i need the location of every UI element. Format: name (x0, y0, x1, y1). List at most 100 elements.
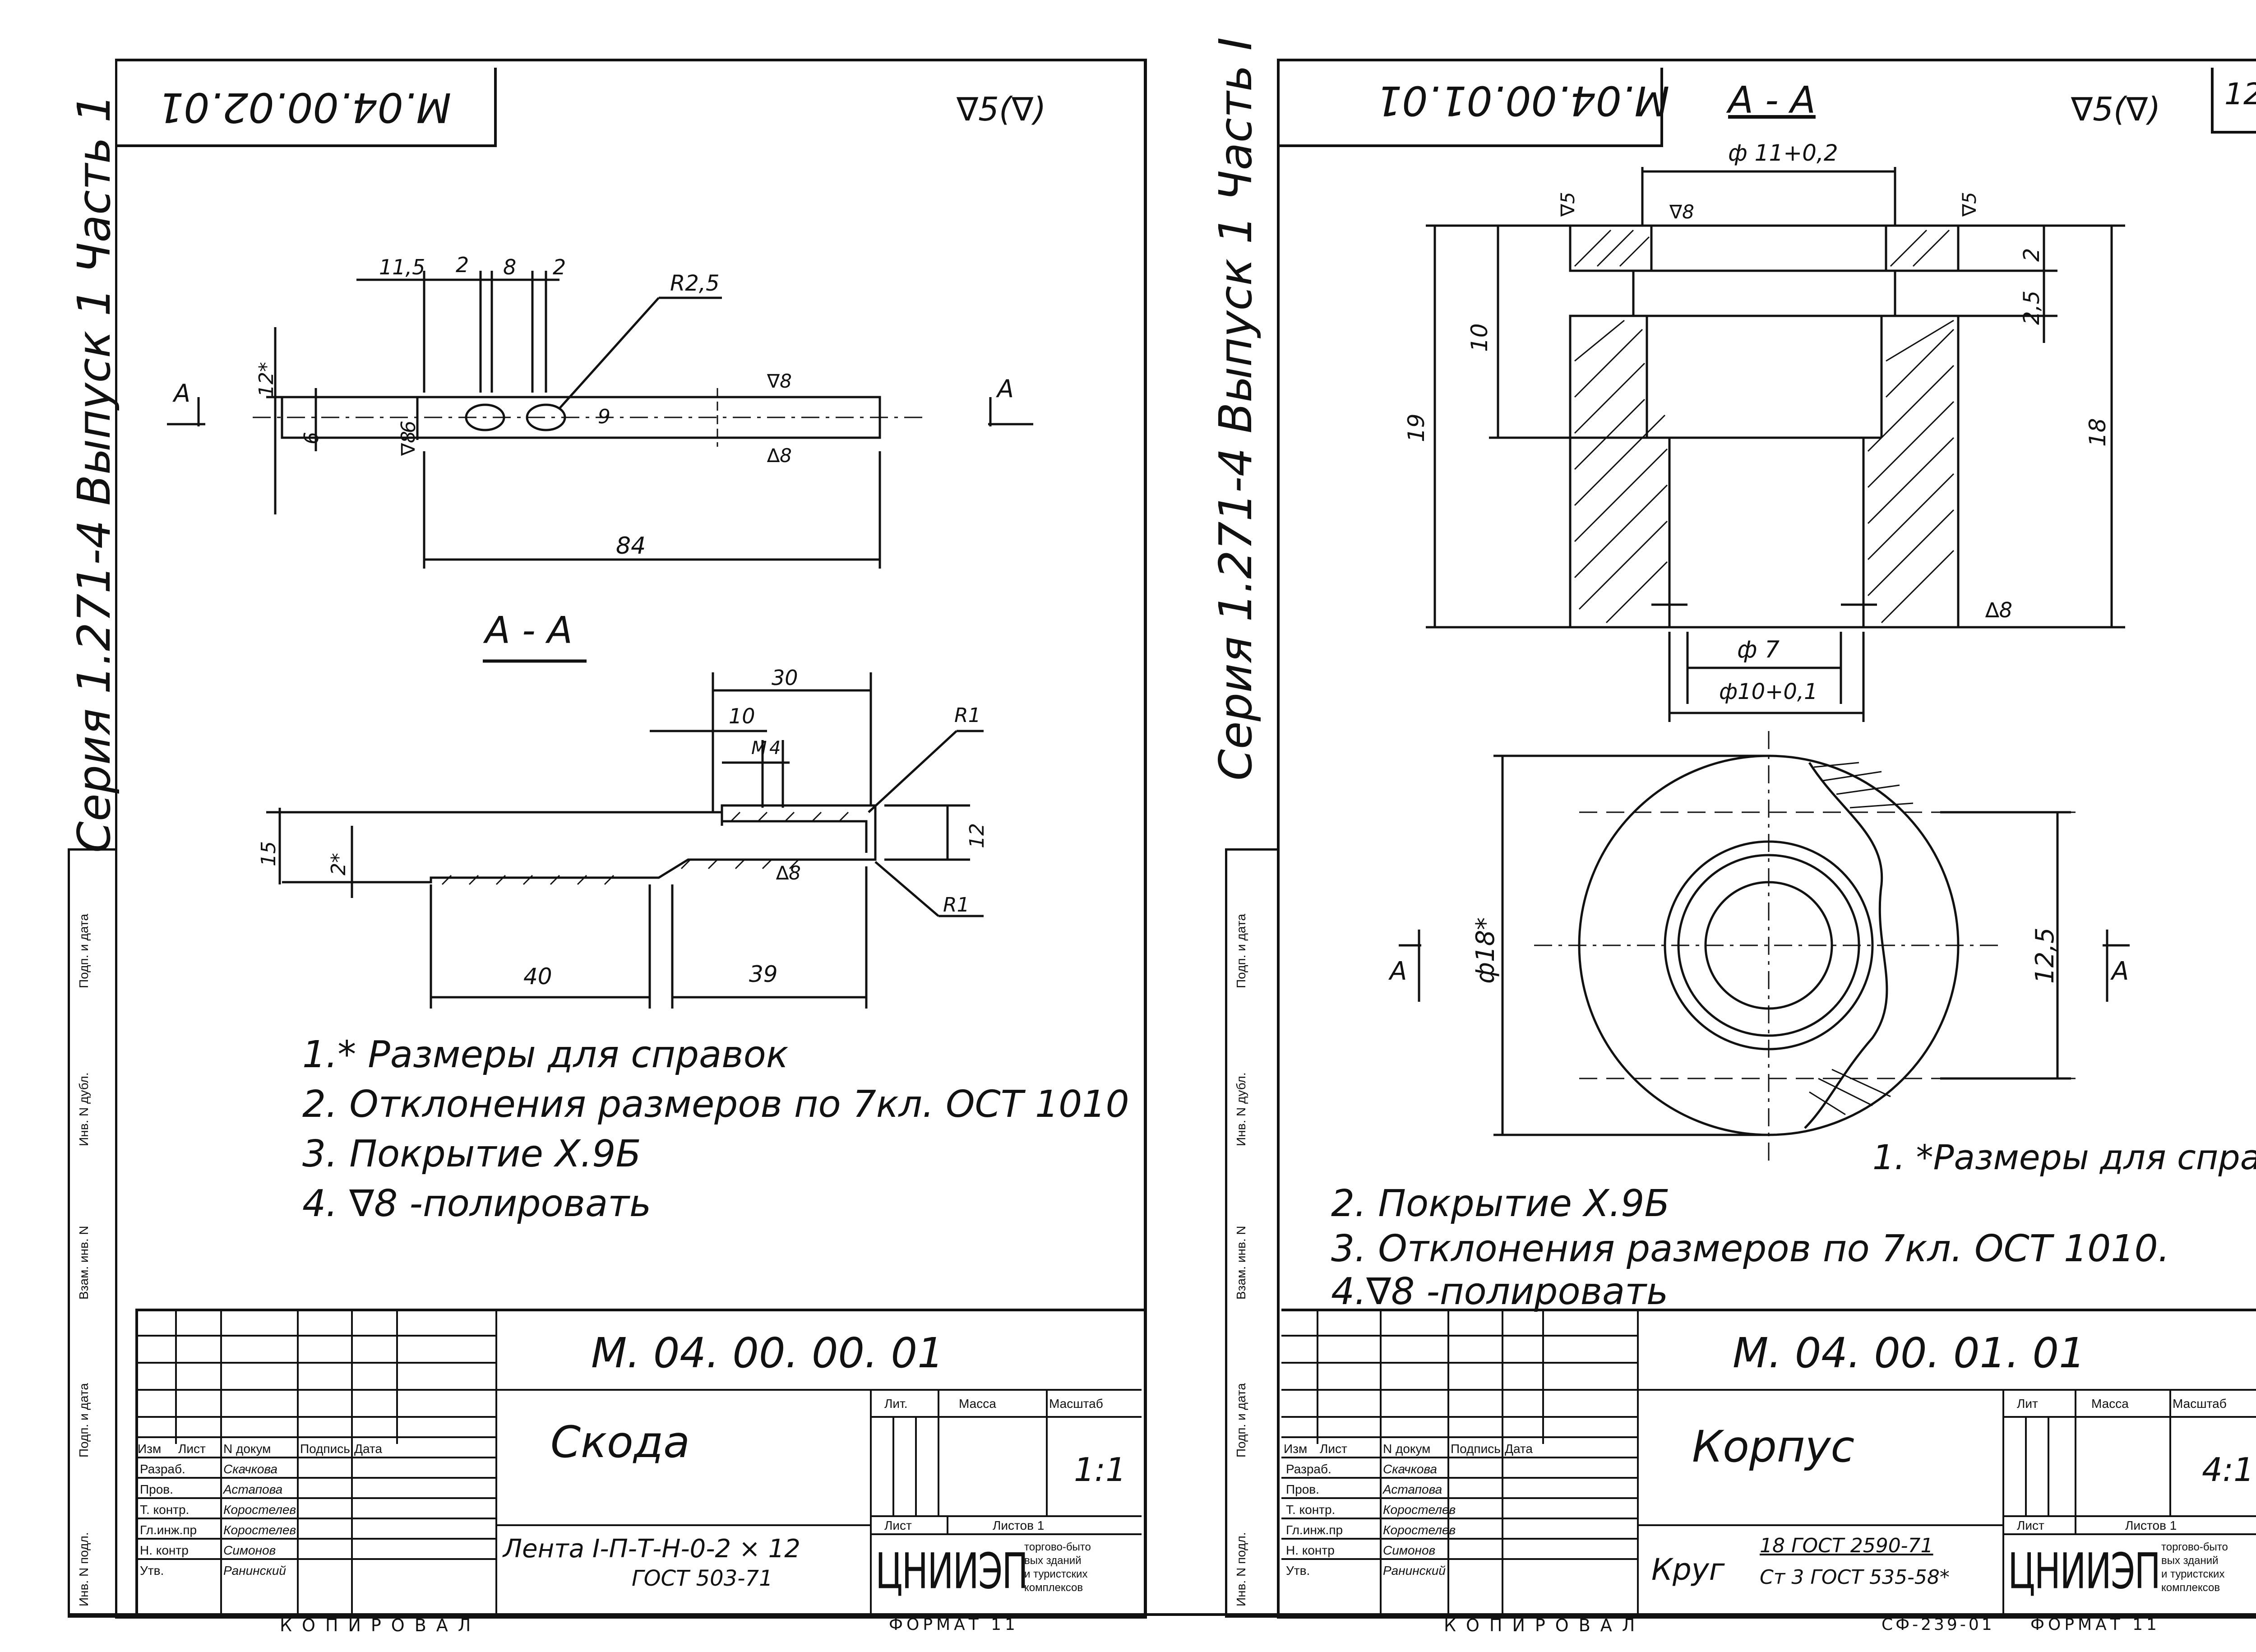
right-col-list: Лист (1320, 1442, 1347, 1456)
left-sheet-label: Лист (884, 1518, 912, 1532)
left-note-3: 3. Покрытие Х.9Б (302, 1133, 641, 1175)
right-dim-d10: ф10+0,1 (1719, 679, 1818, 704)
right-org-l1: торгово-быто (2161, 1541, 2228, 1553)
cut-mark-right-a: А (997, 375, 1014, 403)
left-name-3: Коростелев (223, 1503, 296, 1517)
right-role-4: Гл.инж.пр (1286, 1523, 1343, 1537)
left-role-5: Н. контр (140, 1543, 189, 1557)
left-material-1: Лента I-П-Т-Н-0-2 × 12 (503, 1534, 800, 1564)
roughness-top-3: ∆8 (767, 444, 792, 467)
dim-4: 4 (769, 738, 781, 759)
right-footer-kopiroval: Копировал (1444, 1615, 1645, 1635)
left-footer-kopiroval: Копировал (280, 1615, 481, 1635)
left-org-short: ЦНИИЭП (875, 1543, 1028, 1600)
left-name-1: Скачкова (223, 1462, 277, 1476)
right-rough-inner: ∇8 (1669, 201, 1694, 223)
right-note-1: 1. *Размеры для справок. (1872, 1137, 2256, 1177)
bottom-rule (68, 1613, 2256, 1616)
right-footer-code: СФ-239-01 (1882, 1615, 1995, 1634)
right-rough-bottom: ∆8 (1985, 598, 2013, 622)
right-note-3: 3. Отклонения размеров по 7кл. ОСТ 1010. (1331, 1227, 2170, 1270)
left-col-sign: Подпись (300, 1442, 350, 1456)
right-col-date: Дата (1505, 1442, 1533, 1456)
dim-10: 10 (729, 704, 755, 728)
cut-mark-left-a: А (174, 379, 190, 407)
right-name-6: Ранинский (1383, 1564, 1446, 1578)
right-role-3: Т. контр. (1286, 1503, 1336, 1517)
right-role-5: Н. контр (1286, 1543, 1335, 1557)
right-drawing-sheet (1277, 59, 2256, 1619)
right-name-4: Коростелев (1383, 1523, 1456, 1537)
dim-r1-bottom: R1 (943, 893, 970, 916)
left-scale: 1:1 (1074, 1451, 1126, 1489)
right-role-2: Пров. (1286, 1482, 1319, 1496)
right-head-mass: Масса (2091, 1397, 2129, 1411)
left-name-2: Астапова (223, 1482, 283, 1496)
right-designation: М. 04. 00. 01. 01 (1733, 1329, 2085, 1377)
dim-8: 8 (503, 255, 517, 279)
right-note-2: 2. Покрытие Х.9Б (1331, 1182, 1670, 1225)
right-material-num: 18 ГОСТ 2590-71 (1760, 1534, 1933, 1557)
left-col-izm: Изм (138, 1442, 162, 1456)
right-cut-mark-left: А (1390, 957, 1407, 986)
dim-11-5: 11,5 (379, 255, 425, 279)
left-role-4: Гл.инж.пр (140, 1523, 197, 1537)
right-sheet-label: Лист (2017, 1518, 2044, 1532)
left-stamp-box (115, 68, 497, 147)
right-head-lit: Лит (2017, 1397, 2038, 1411)
dim-2b: 2 (553, 255, 566, 279)
left-drawing-sheet (115, 59, 1147, 1619)
right-section-label: А - А (1728, 79, 1816, 122)
right-dim-d11: ф 11+0,2 (1728, 140, 1838, 166)
left-org-l2: вых зданий (1024, 1555, 1082, 1567)
right-role-1: Разраб. (1286, 1462, 1331, 1476)
dim-2a: 2 (456, 253, 469, 277)
left-role-3: Т. контр. (140, 1503, 190, 1517)
left-org-l1: торгово-быто (1024, 1541, 1091, 1553)
section-label-a-a: А - А (485, 609, 573, 652)
left-head-mass: Масса (959, 1397, 996, 1411)
right-material-prefix: Круг (1651, 1552, 1725, 1587)
right-head-scale: Масштаб (2173, 1397, 2227, 1411)
right-sheets-label: Листов 1 (2125, 1518, 2177, 1532)
right-cut-mark-right: А (2112, 957, 2129, 986)
left-material-2: ГОСТ 503-71 (632, 1566, 773, 1591)
dim-r2-5: R2,5 (670, 271, 720, 296)
right-col-ndoc: N докум (1383, 1442, 1431, 1456)
left-note-4: 4. ∇8 -полировать (302, 1182, 652, 1225)
roughness-top-1: ∇8 (767, 370, 792, 392)
left-sheets-label: Листов 1 (993, 1518, 1045, 1532)
left-col-list: Лист (178, 1442, 206, 1456)
left-role-6: Утв. (140, 1564, 164, 1578)
right-org-l3: и туристских (2161, 1568, 2225, 1580)
right-roughness-mark: ∇5(∇) (2071, 90, 2161, 128)
left-side-strip (68, 848, 117, 1618)
left-name-6: Ранинский (223, 1564, 287, 1578)
right-org-l2: вых зданий (2161, 1555, 2219, 1567)
left-roughness-mark: ∇5(∇) (957, 90, 1046, 128)
dim-40: 40 (523, 963, 552, 990)
right-col-sign: Подпись (1451, 1442, 1501, 1456)
right-scale: 4:1 (2202, 1451, 2254, 1489)
left-note-1: 1.* Размеры для справок (302, 1033, 789, 1076)
left-name-4: Коростелев (223, 1523, 296, 1537)
right-org-short: ЦНИИЭП (2008, 1543, 2161, 1600)
roughness-section: ∆8 (776, 862, 801, 884)
right-org-l4: комплексов (2161, 1582, 2220, 1594)
left-title-block (135, 1309, 1144, 1616)
right-title-block (1281, 1309, 2256, 1616)
left-name-5: Симонов (223, 1543, 276, 1557)
left-footer-format: Формат 11 (889, 1615, 1019, 1634)
left-designation: М. 04. 00. 00. 01 (591, 1329, 944, 1377)
right-role-6: Утв. (1286, 1564, 1310, 1578)
left-org-l4: комплексов (1024, 1582, 1083, 1594)
right-footer-format: Формат 11 (2030, 1615, 2160, 1634)
left-org-l3: и туристских (1024, 1568, 1088, 1580)
right-material-den: Ст 3 ГОСТ 535-58* (1760, 1566, 1950, 1589)
right-name-5: Симонов (1383, 1543, 1436, 1557)
right-col-izm: Изм (1284, 1442, 1308, 1456)
right-name-1: Скачкова (1383, 1462, 1437, 1476)
left-part-name: Скода (550, 1417, 690, 1467)
